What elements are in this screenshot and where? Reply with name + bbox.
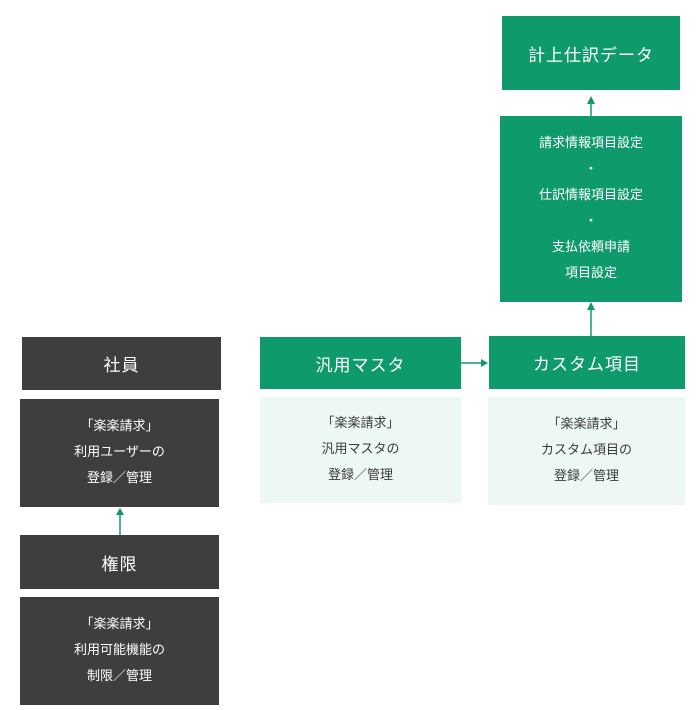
arrowhead-kengen-to-shain — [116, 508, 124, 515]
arrowhead-custom-to-settings — [587, 302, 595, 310]
hanyo-desc-line: 登録／管理 — [327, 468, 393, 483]
kengen-description: 「楽楽請求」 利用可能機能の 制限／管理 — [20, 597, 219, 705]
custom-item-node: カスタム項目 — [489, 336, 685, 389]
settings-line: 請求情報項目設定 — [538, 136, 643, 151]
hanyo-desc-line: 汎用マスタの — [321, 442, 400, 457]
custom-desc-line: 登録／管理 — [553, 469, 619, 484]
hanyo-master-node: 汎用マスタ — [260, 337, 461, 389]
hanyo-master-title: 汎用マスタ — [315, 355, 406, 376]
shain-node: 社員 — [22, 337, 221, 390]
shain-title: 社員 — [103, 356, 140, 376]
custom-desc-line: 「楽楽請求」 — [547, 417, 626, 432]
hanyo-master-description: 「楽楽請求」 汎用マスタの 登録／管理 — [260, 397, 461, 503]
settings-node: 請求情報項目設定 ・ 仕訳情報項目設定 ・ 支払依頼申請 項目設定 — [500, 116, 682, 302]
settings-line: 支払依頼申請 — [551, 240, 630, 255]
settings-separator: ・ — [584, 162, 598, 177]
settings-line: 項目設定 — [564, 266, 617, 281]
shain-description: 「楽楽請求」 利用ユーザーの 登録／管理 — [20, 399, 219, 507]
custom-item-description: 「楽楽請求」 カスタム項目の 登録／管理 — [488, 397, 685, 505]
hanyo-desc-line: 「楽楽請求」 — [321, 416, 400, 431]
shain-desc-line: 登録／管理 — [86, 471, 152, 486]
shain-desc-line: 「楽楽請求」 — [80, 419, 159, 434]
settings-line: 仕訳情報項目設定 — [538, 188, 643, 203]
arrowhead-hanyo-to-custom — [481, 359, 488, 367]
arrowhead-settings-to-keijo — [587, 96, 595, 104]
kengen-node: 権限 — [20, 535, 219, 589]
kengen-title: 権限 — [101, 554, 138, 575]
custom-item-title: カスタム項目 — [533, 355, 641, 375]
kengen-desc-line: 「楽楽請求」 — [80, 617, 159, 632]
keijo-shiwake-data-title: 計上仕訳データ — [528, 45, 654, 66]
keijo-shiwake-data-node: 計上仕訳データ — [502, 16, 680, 90]
settings-separator: ・ — [584, 214, 598, 229]
shain-desc-line: 利用ユーザーの — [74, 445, 165, 460]
custom-desc-line: カスタム項目の — [540, 443, 632, 458]
kengen-desc-line: 利用可能機能の — [73, 643, 165, 658]
kengen-desc-line: 制限／管理 — [86, 669, 152, 684]
